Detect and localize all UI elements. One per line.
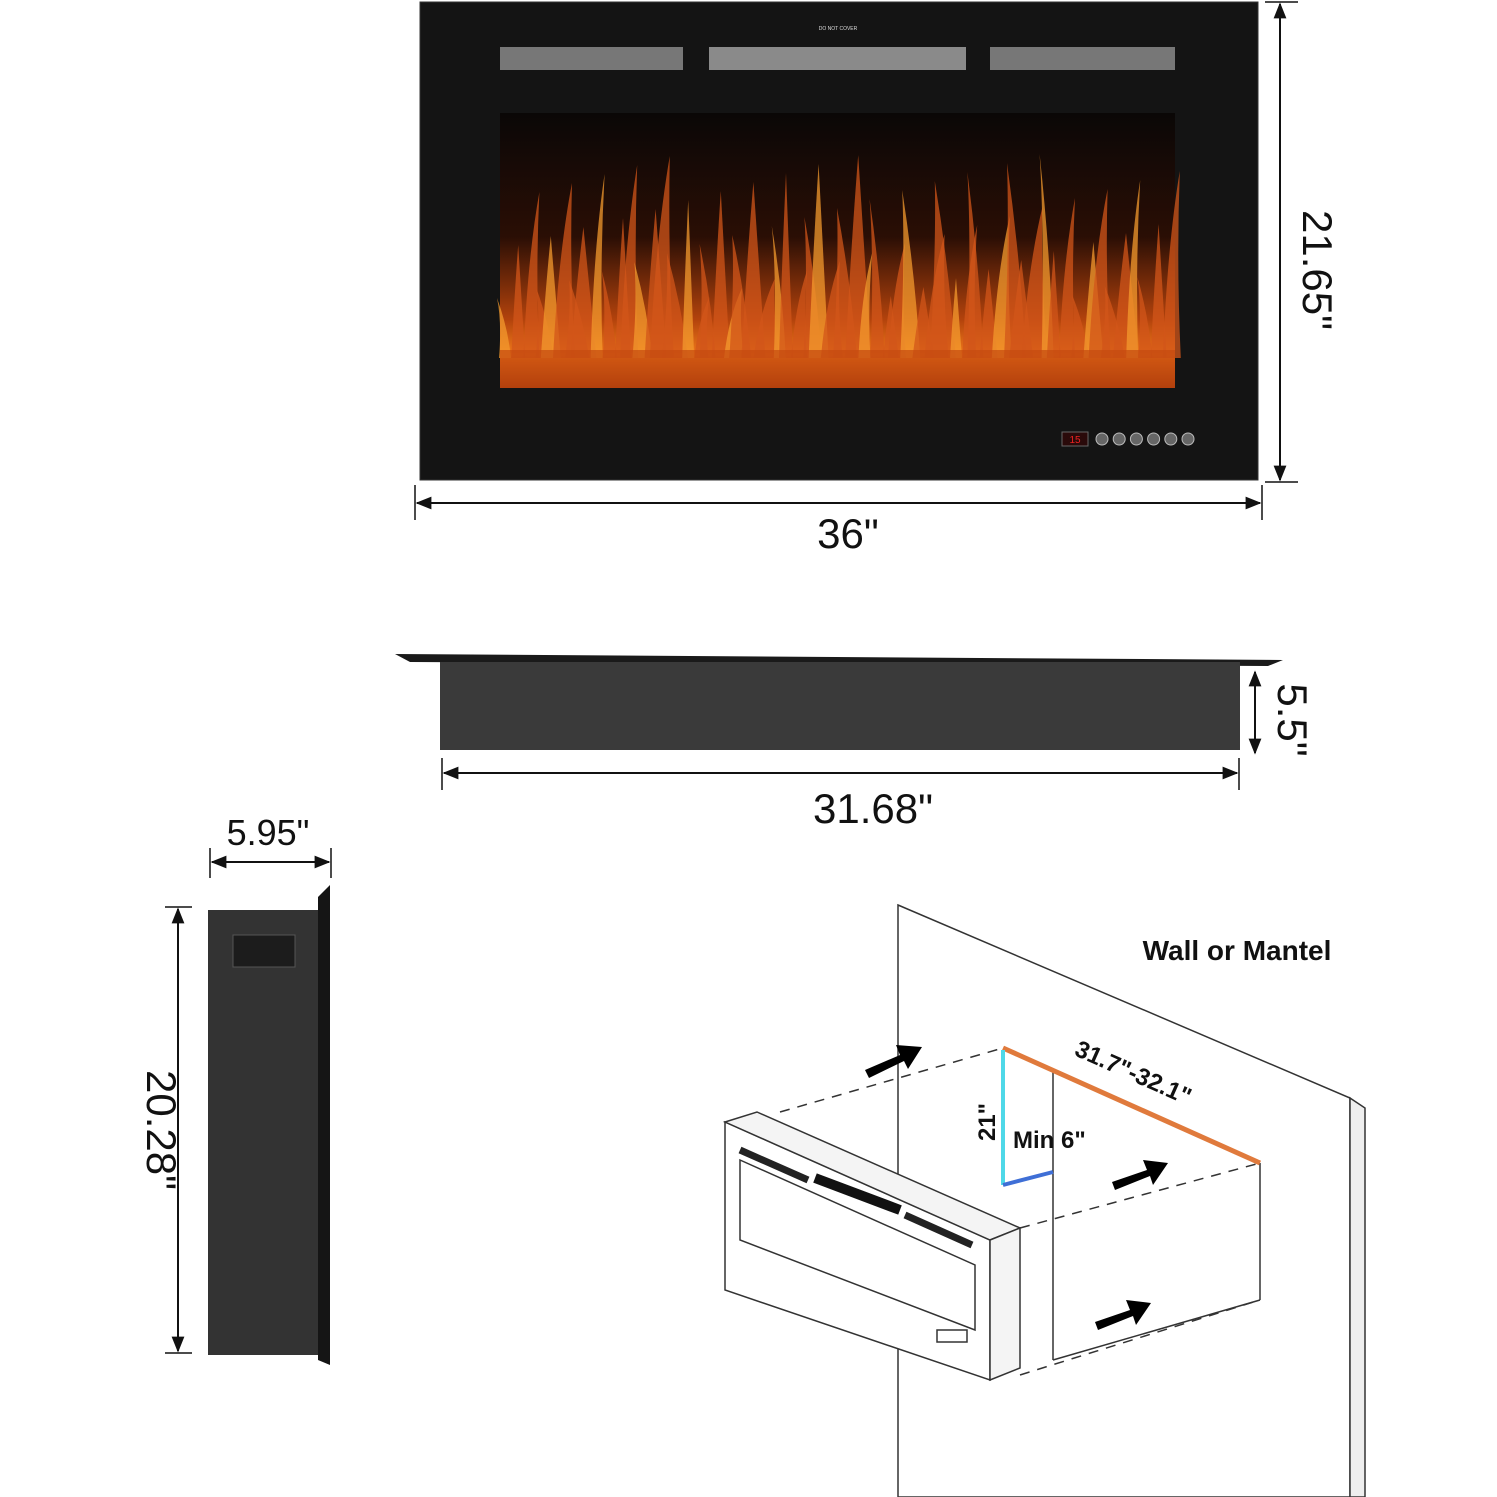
flame <box>858 252 873 358</box>
flame <box>1137 277 1153 358</box>
top-width-label: 31.68" <box>813 785 933 832</box>
flame <box>1162 171 1181 358</box>
direction-arrows <box>865 1045 1168 1330</box>
side-handle <box>232 934 296 968</box>
power-icon <box>1095 432 1109 446</box>
front-width-label: 36" <box>817 510 879 557</box>
flame <box>682 200 695 358</box>
side-height-label: 20.28" <box>138 1070 185 1190</box>
log-bed <box>500 350 1175 388</box>
display-value: 15 <box>1069 435 1081 446</box>
timer-icon <box>1112 432 1126 446</box>
flame <box>1021 207 1048 358</box>
flame <box>699 244 716 358</box>
flame <box>497 298 511 358</box>
wall-label: Wall or Mantel <box>1143 935 1332 966</box>
flame <box>791 270 808 358</box>
wall <box>897 903 1351 1497</box>
side-view <box>208 885 330 1365</box>
flame <box>1046 251 1061 358</box>
flame <box>753 279 780 358</box>
top-view <box>395 654 1283 750</box>
flame <box>662 253 688 358</box>
flame <box>570 227 597 358</box>
opening-depth-line <box>1002 1170 1054 1187</box>
flame <box>511 245 526 358</box>
arrow-icon <box>865 1045 922 1078</box>
center-vent <box>709 47 966 70</box>
opening-height-label: 21" <box>974 1103 1001 1141</box>
flame <box>808 164 829 358</box>
flame <box>950 278 962 358</box>
flame <box>1150 224 1167 358</box>
flame <box>741 182 766 358</box>
flame <box>523 192 540 358</box>
heat-icon <box>1129 432 1143 446</box>
flame <box>967 172 984 358</box>
installation-view <box>722 903 1366 1497</box>
flame-color-icon <box>1147 432 1161 446</box>
flame <box>601 271 617 358</box>
flame <box>900 190 921 358</box>
arrow-icon <box>1112 1160 1168 1190</box>
flame <box>1059 198 1075 358</box>
flames <box>497 154 1181 388</box>
flame-brightness-icon <box>1164 432 1178 446</box>
flame <box>1126 180 1141 358</box>
flame <box>779 173 793 358</box>
front-height-label: 21.65" <box>1294 210 1341 330</box>
flame <box>929 181 956 358</box>
left-vent <box>500 47 683 70</box>
opening-width-line <box>1001 1045 1262 1166</box>
vent-label: DO NOT COVER <box>819 26 858 32</box>
right-vent <box>990 47 1175 70</box>
top-depth-label: 5.5" <box>1269 683 1316 756</box>
flame <box>869 199 885 358</box>
side-depth-label: 5.95" <box>227 812 310 853</box>
side-body <box>208 910 320 1355</box>
arrow-icon <box>1095 1300 1151 1330</box>
flame <box>979 269 998 358</box>
opening-depth-label: Min 6" <box>1013 1127 1086 1154</box>
power-icon <box>1181 432 1195 446</box>
flame <box>590 174 605 358</box>
top-body <box>440 662 1240 750</box>
front-view: DO NOT COVER 15 <box>419 1 1259 481</box>
flame <box>620 165 639 358</box>
side-front-plate <box>318 885 330 1365</box>
temperature-display <box>1061 431 1089 447</box>
flame <box>711 191 730 358</box>
